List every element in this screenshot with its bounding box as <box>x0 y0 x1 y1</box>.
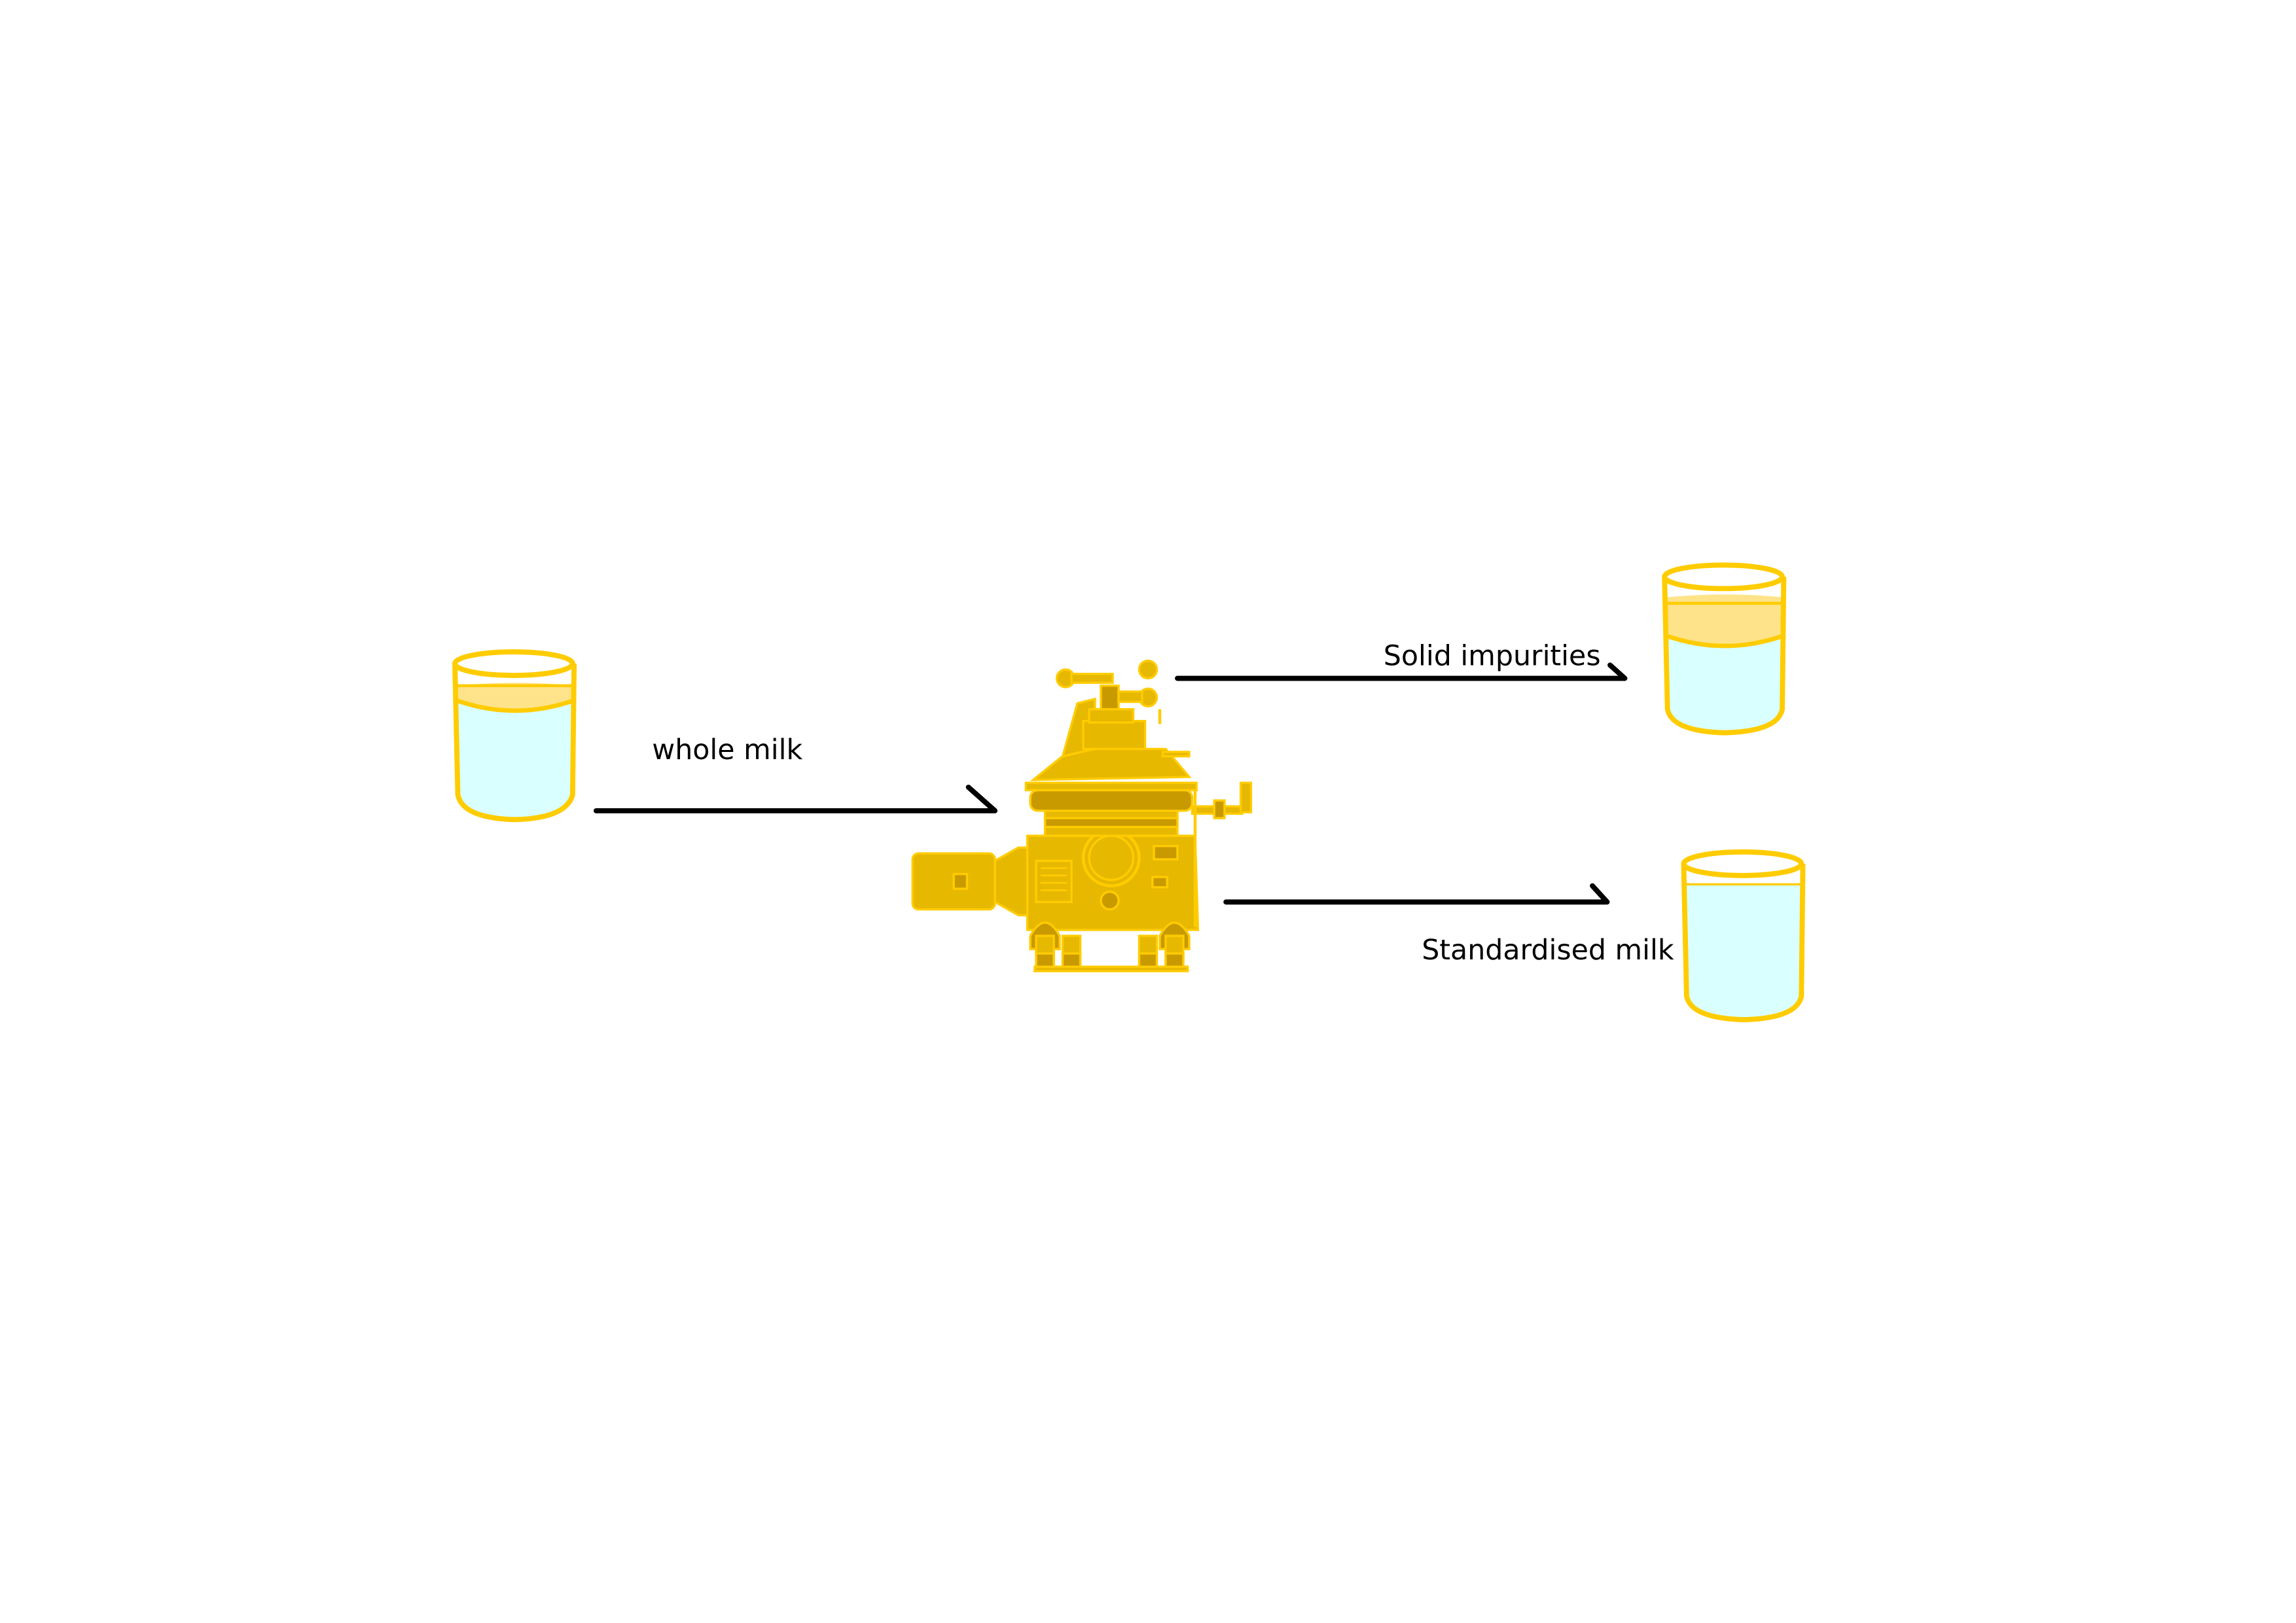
glass-whole-milk-icon <box>452 649 577 823</box>
arrow-whole-milk-to-separator <box>593 784 998 813</box>
label-whole-milk: whole milk <box>652 734 802 766</box>
label-solid-impurities: Solid impurities <box>1384 639 1601 672</box>
centrifugal-separator-icon <box>911 659 1253 972</box>
label-standardised-milk: Standardised milk <box>1422 934 1674 967</box>
arrow-separator-to-standardised-milk <box>1223 883 1610 905</box>
glass-standardised-milk-icon <box>1681 849 1806 1023</box>
glass-impurities-icon <box>1662 562 1787 736</box>
arrow-separator-to-solid-impurities <box>1175 662 1628 681</box>
